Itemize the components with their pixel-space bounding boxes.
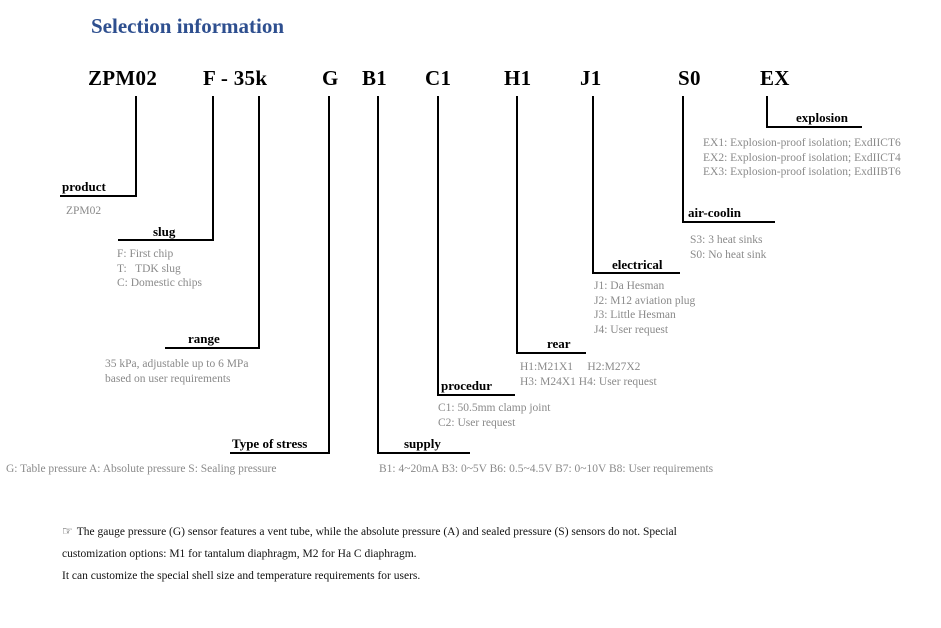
option-item: EX3: Explosion-proof isolation; ExdIIBT6 — [703, 166, 901, 178]
explosion-underline — [766, 126, 862, 128]
stress-label: Type of stress — [232, 436, 308, 451]
code-stress: G — [322, 66, 339, 90]
range-underline — [165, 347, 260, 349]
slug-underline — [118, 239, 214, 241]
procedur-options: C1: 50.5mm clamp joint C2: User request — [438, 401, 550, 430]
option-item: C: Domestic chips — [117, 277, 202, 289]
product-options: ZPM02 — [66, 204, 101, 219]
range-options: 35 kPa, adjustable up to 6 MPa based on … — [105, 357, 248, 386]
option-item: F: First chip — [117, 248, 174, 260]
code-rear: H1 — [504, 66, 532, 90]
supply-options: B1: 4~20mA B3: 0~5V B6: 0.5~4.5V B7: 0~1… — [379, 462, 713, 477]
supply-underline — [377, 452, 470, 454]
rear-connector — [516, 96, 518, 354]
option-item: S3: 3 heat sinks — [690, 234, 763, 246]
code-electrical: J1 — [580, 66, 602, 90]
rear-underline — [516, 352, 586, 354]
product-connector — [135, 96, 137, 197]
procedur-connector — [437, 96, 439, 396]
note-line-2: customization options: M1 for tantalum d… — [62, 548, 417, 560]
product-underline — [60, 195, 137, 197]
electrical-label: electrical — [612, 257, 663, 272]
supply-connector — [377, 96, 379, 454]
option-item: based on user requirements — [105, 372, 231, 385]
option-item: EX1: Explosion-proof isolation; ExdIICT6 — [703, 137, 901, 149]
page-title: Selection information — [91, 14, 285, 38]
explosion-label: explosion — [796, 110, 849, 125]
range-label: range — [188, 331, 220, 346]
procedur-label: procedur — [441, 378, 493, 393]
option-item: G: Table pressure A: Absolute pressure S… — [6, 463, 277, 475]
electrical-connector — [592, 96, 594, 274]
option-item: 35 kPa, adjustable up to 6 MPa — [105, 358, 249, 370]
range-connector — [258, 96, 260, 349]
procedur-underline — [437, 394, 515, 396]
option-item: J3: Little Hesman — [594, 309, 676, 321]
supply-label: supply — [404, 436, 441, 451]
option-item: T: TDK slug — [117, 262, 181, 275]
slug-options: F: First chip T: TDK slug C: Domestic ch… — [117, 247, 202, 291]
aircooling-label: air-coolin — [688, 205, 741, 220]
rear-options: H1:M21X1 H2:M27X2 H3: M24X1 H4: User req… — [520, 360, 657, 389]
option-item: EX2: Explosion-proof isolation; ExdIICT4 — [703, 151, 901, 164]
pointing-hand-icon: ☞ — [62, 524, 73, 538]
electrical-underline — [592, 272, 680, 274]
option-item: H3: M24X1 H4: User request — [520, 375, 657, 388]
option-item: S0: No heat sink — [690, 248, 767, 261]
code-procedur: C1 — [425, 66, 452, 90]
aircooling-options: S3: 3 heat sinks S0: No heat sink — [690, 233, 766, 262]
product-label: product — [62, 179, 106, 194]
code-supply: B1 — [362, 66, 388, 90]
explosion-connector — [766, 96, 768, 128]
option-item: B1: 4~20mA B3: 0~5V B6: 0.5~4.5V B7: 0~1… — [379, 463, 714, 475]
option-item: ZPM02 — [66, 205, 102, 217]
option-item: C2: User request — [438, 416, 516, 429]
option-item: J2: M12 aviation plug — [594, 294, 696, 307]
explosion-options: EX1: Explosion-proof isolation; ExdIICT6… — [703, 136, 901, 180]
option-item: J1: Da Hesman — [594, 280, 665, 292]
note-line-1: ☞The gauge pressure (G) sensor features … — [62, 520, 677, 543]
option-item: H1:M21X1 H2:M27X2 — [520, 361, 641, 373]
stress-options: G: Table pressure A: Absolute pressure S… — [6, 462, 276, 477]
slug-connector — [212, 96, 214, 241]
code-slug-range: F - 35k — [203, 66, 268, 90]
code-product: ZPM02 — [88, 66, 158, 90]
slug-label: slug — [153, 224, 176, 239]
rear-label: rear — [547, 336, 571, 351]
note-text-1: The gauge pressure (G) sensor features a… — [76, 526, 677, 538]
stress-underline — [230, 452, 330, 454]
aircooling-connector — [682, 96, 684, 223]
stress-connector — [328, 96, 330, 454]
option-item: J4: User request — [594, 323, 669, 336]
option-item: C1: 50.5mm clamp joint — [438, 402, 551, 414]
note-line-3: It can customize the special shell size … — [62, 570, 421, 582]
electrical-options: J1: Da Hesman J2: M12 aviation plug J3: … — [594, 279, 695, 337]
code-explosion: EX — [760, 66, 790, 90]
notes-block: ☞The gauge pressure (G) sensor features … — [62, 520, 677, 587]
code-aircooling: S0 — [678, 66, 701, 90]
aircooling-underline — [682, 221, 775, 223]
